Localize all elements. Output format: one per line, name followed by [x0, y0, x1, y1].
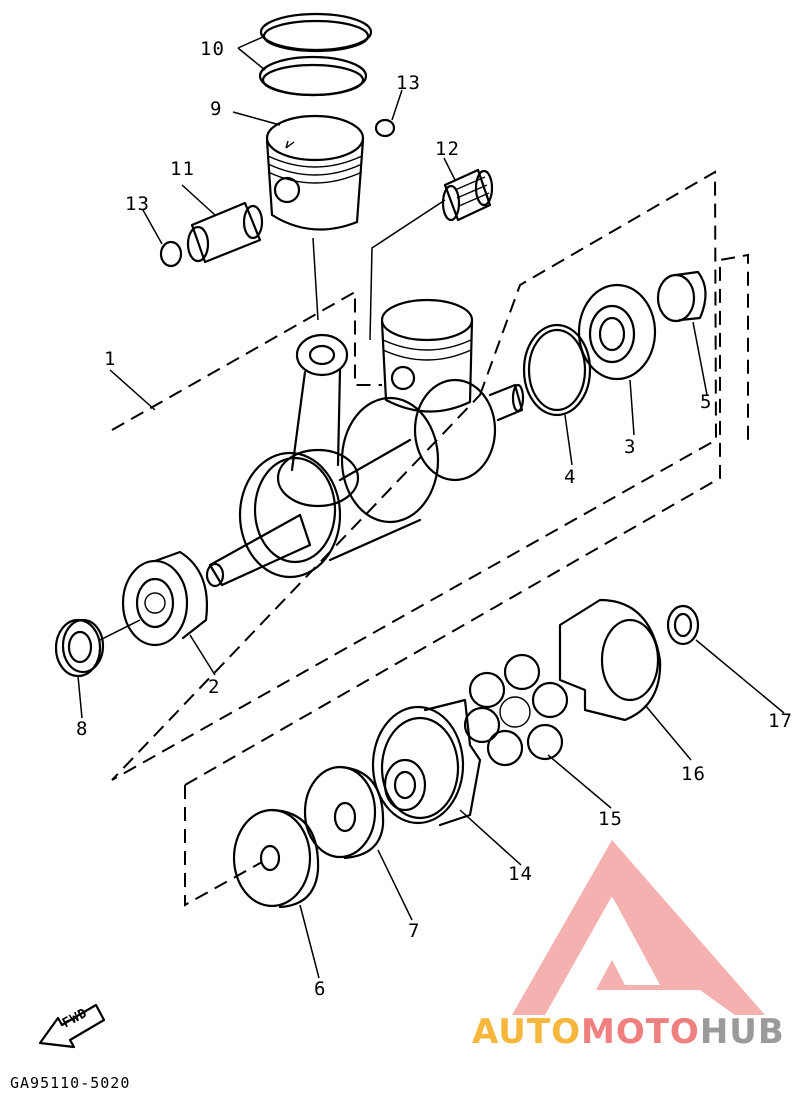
callout-11: 11 — [170, 158, 195, 180]
callout-13-top: 13 — [396, 72, 421, 94]
coupling-14 — [371, 698, 482, 827]
diagram-code: GA95110-5020 — [10, 1074, 131, 1092]
collar — [656, 270, 707, 323]
connecting-rod — [276, 333, 360, 508]
callout-3: 3 — [624, 436, 637, 458]
callout-9: 9 — [210, 98, 223, 120]
callout-8: 8 — [76, 718, 89, 740]
needle-bearing — [441, 168, 494, 222]
watermark-text: AUTOMOTOHUB — [472, 1015, 785, 1049]
oil-seal — [54, 618, 105, 678]
washer-17 — [666, 604, 700, 646]
watermark-auto: AUTO — [472, 1012, 581, 1052]
bearing-right — [577, 283, 657, 381]
callout-16: 16 — [681, 763, 706, 785]
assembly-box — [111, 170, 718, 781]
callout-13-left: 13 — [125, 193, 150, 215]
callout-12: 12 — [435, 138, 460, 160]
callout-4: 4 — [564, 466, 577, 488]
callout-2: 2 — [208, 676, 221, 698]
watermark-moto: MOTO — [580, 1012, 700, 1052]
callout-10: 10 — [200, 38, 225, 60]
plate-6 — [232, 808, 320, 909]
callout-17: 17 — [768, 710, 793, 732]
crankshaft — [205, 378, 525, 588]
bearing-left — [121, 550, 208, 647]
circlip-left — [159, 240, 183, 268]
washer-7 — [303, 765, 385, 860]
coupling-16 — [558, 598, 662, 722]
callout-1: 1 — [104, 348, 117, 370]
callout-15: 15 — [598, 808, 623, 830]
piston-rings — [258, 12, 373, 97]
fwd-arrow-icon — [38, 1003, 106, 1049]
piston — [265, 114, 365, 231]
circlip-right — [374, 118, 396, 138]
snap-ring — [522, 323, 592, 417]
assembled-piston — [380, 298, 474, 413]
callout-14: 14 — [508, 863, 533, 885]
callout-7: 7 — [408, 920, 421, 942]
piston-pin — [186, 201, 264, 264]
callout-5: 5 — [700, 391, 713, 413]
callout-6: 6 — [314, 978, 327, 1000]
leader-lines — [77, 35, 785, 979]
watermark-logo — [512, 840, 765, 1015]
damper-15 — [463, 653, 569, 767]
watermark-hub: HUB — [699, 1012, 785, 1052]
